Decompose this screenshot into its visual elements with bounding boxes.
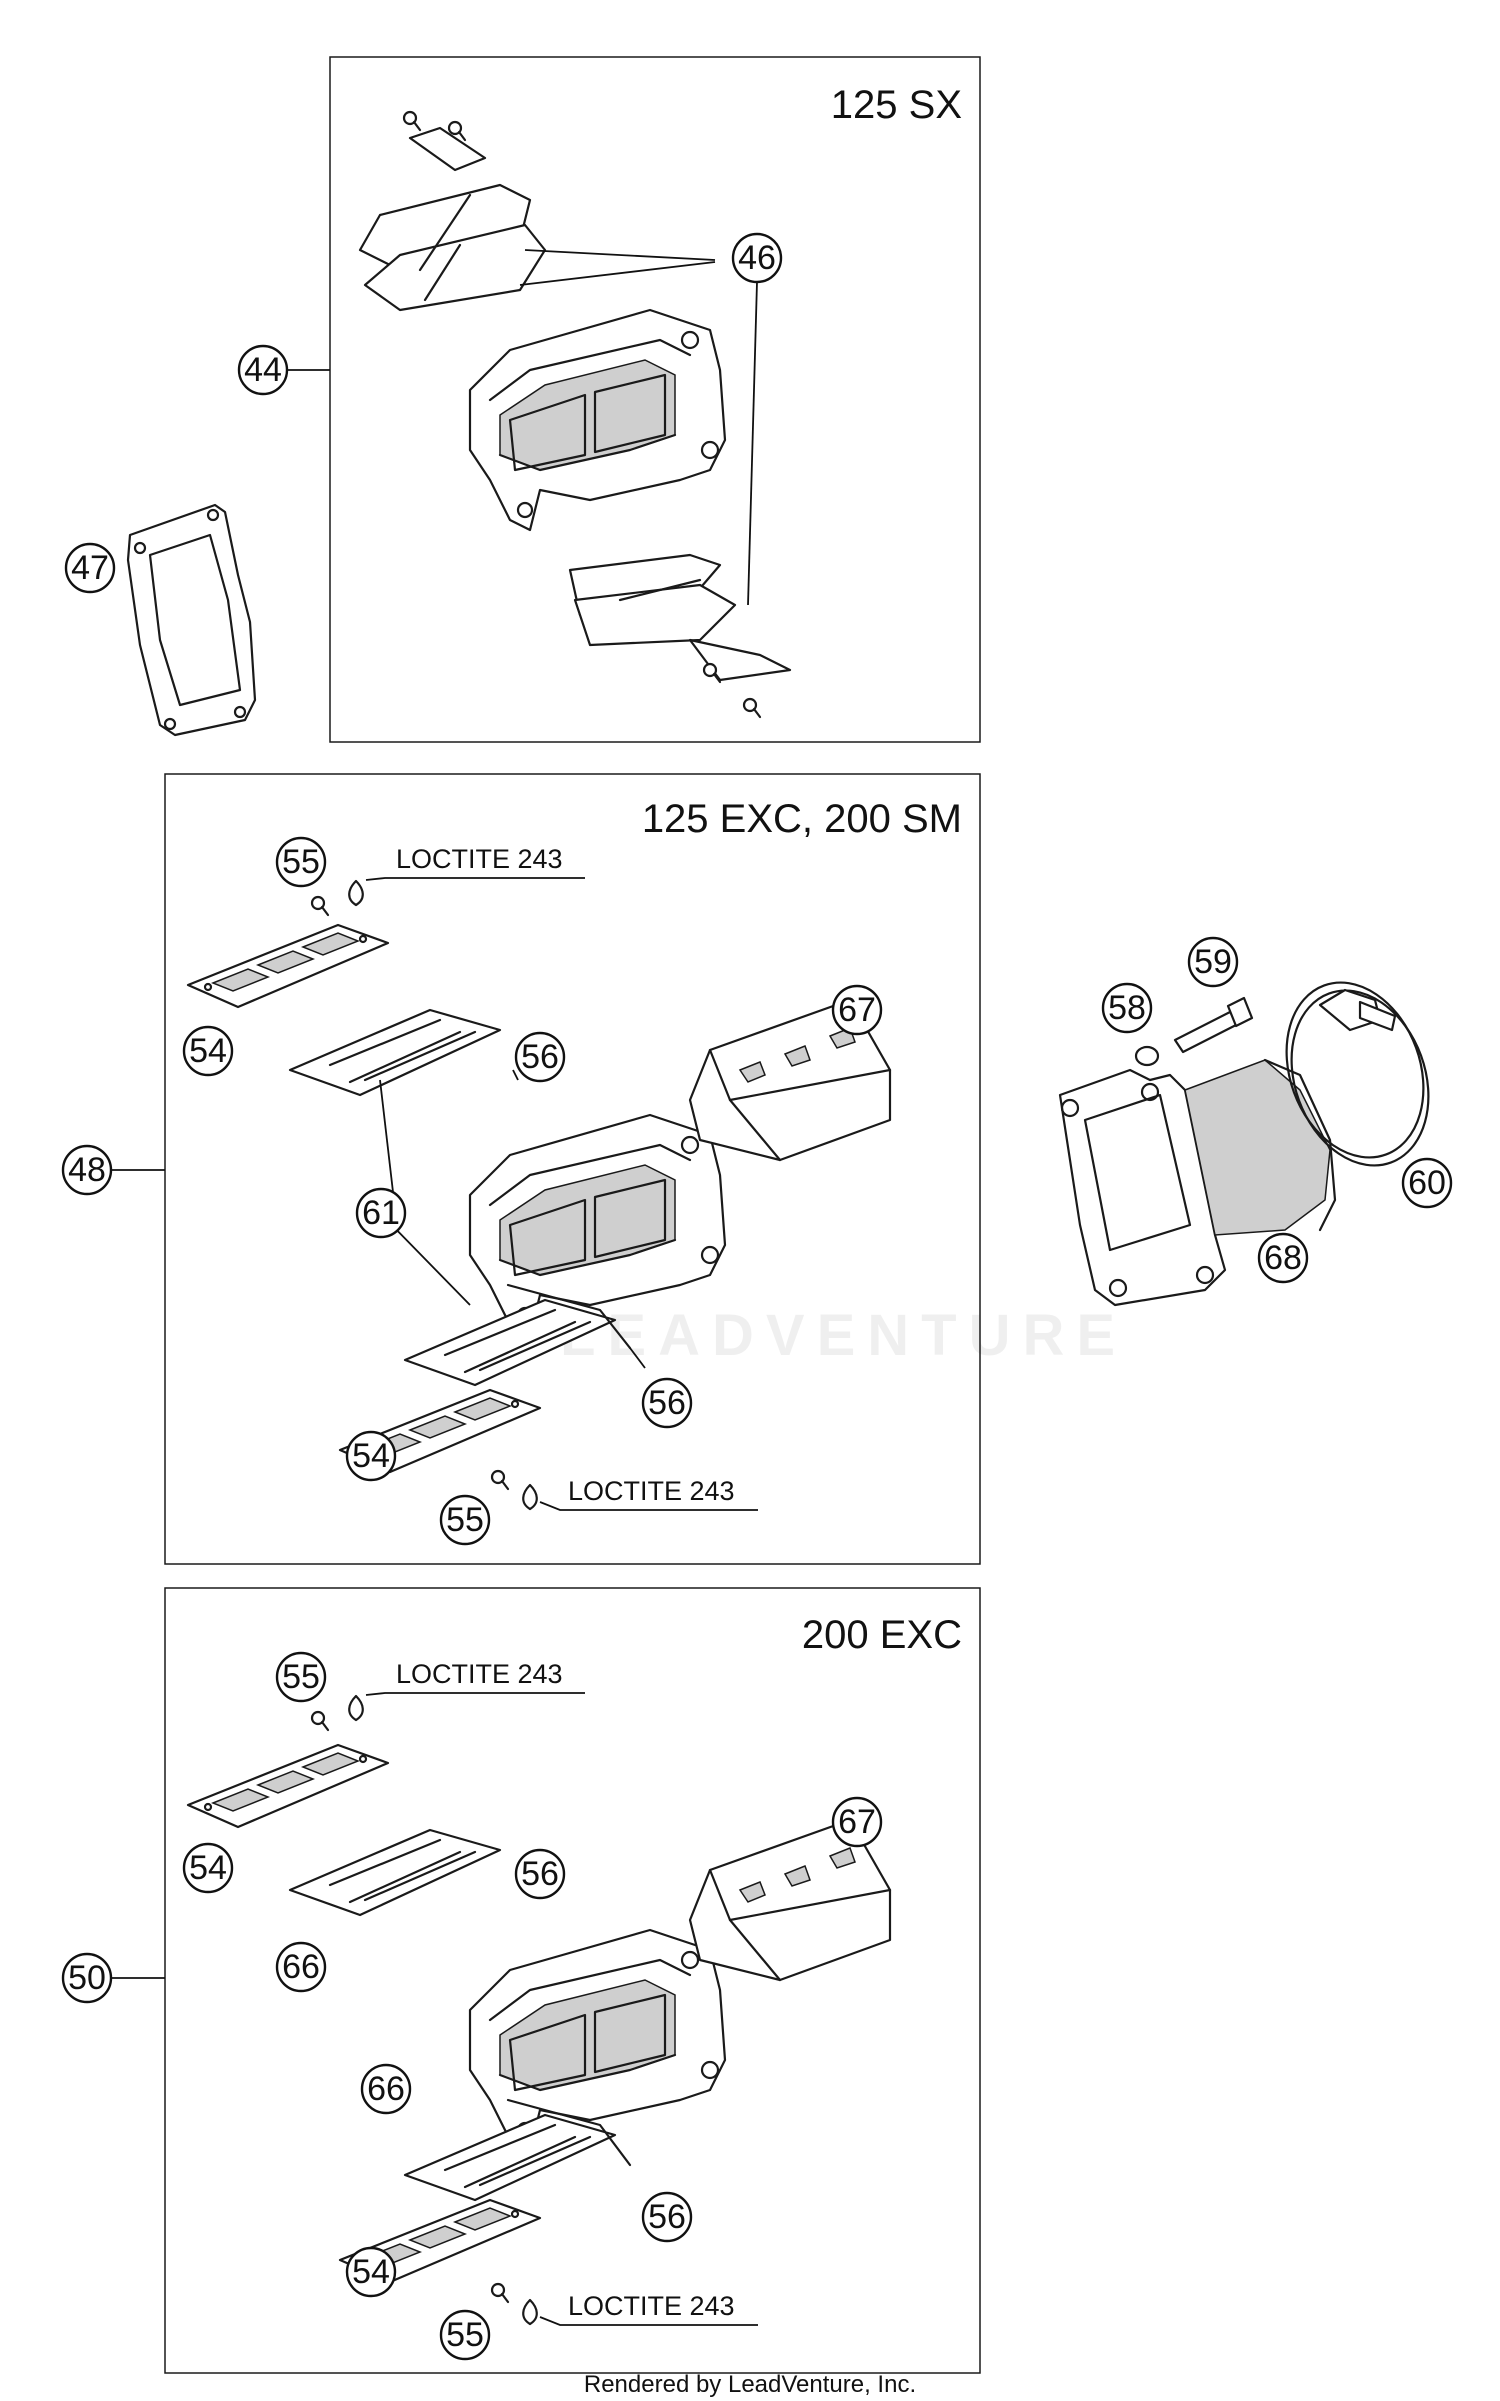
svg-text:50: 50 (68, 1959, 106, 1997)
callout-60[interactable]: 60 (1401, 1157, 1453, 1209)
svg-text:56: 56 (521, 1855, 559, 1893)
callout-54[interactable]: 54 (345, 1430, 397, 1482)
callout-56[interactable]: 56 (641, 1377, 693, 1429)
reed-valve-assembly-sx (358, 110, 792, 719)
callout-54[interactable]: 54 (182, 1025, 234, 1077)
callout-56[interactable]: 56 (514, 1031, 566, 1083)
callout-55[interactable]: 55 (439, 2309, 491, 2361)
callout-68[interactable]: 68 (1257, 1232, 1309, 1284)
callout-59[interactable]: 59 (1187, 936, 1239, 988)
panel-125-sx: 125 SX 46 (126, 56, 981, 743)
callout-67[interactable]: 67 (831, 984, 883, 1036)
hose-clamp (1285, 981, 1430, 1167)
panel-title: 125 EXC, 200 SM (642, 797, 962, 841)
loctite-label: LOCTITE 243 (396, 1659, 563, 1689)
svg-text:54: 54 (189, 1032, 227, 1070)
manifold-screw (1173, 996, 1254, 1054)
callout-50[interactable]: 50 (61, 1952, 113, 2004)
callout-56[interactable]: 56 (514, 1848, 566, 1900)
svg-text:55: 55 (446, 1501, 484, 1539)
svg-text:56: 56 (648, 2198, 686, 2236)
callout-44[interactable]: 44 (237, 344, 289, 396)
footer-credit: Rendered by LeadVenture, Inc. (584, 2371, 916, 2398)
svg-text:46: 46 (738, 239, 776, 277)
svg-text:58: 58 (1108, 989, 1146, 1027)
panel-title: 200 EXC (802, 1613, 962, 1657)
callout-55[interactable]: 55 (275, 836, 327, 888)
watermark: LEADVENTURE (560, 1303, 1127, 1368)
callout-46[interactable]: 46 (731, 232, 783, 284)
svg-text:61: 61 (362, 1194, 400, 1232)
gasket (126, 503, 257, 737)
loctite-label: LOCTITE 243 (568, 1476, 735, 1506)
svg-text:44: 44 (244, 351, 282, 389)
svg-text:54: 54 (352, 1437, 390, 1475)
callout-55[interactable]: 55 (275, 1651, 327, 1703)
callout-67[interactable]: 67 (831, 1796, 883, 1848)
loctite-label: LOCTITE 243 (568, 2291, 735, 2321)
svg-text:55: 55 (446, 2316, 484, 2354)
svg-text:66: 66 (367, 2070, 405, 2108)
svg-text:68: 68 (1264, 1239, 1302, 1277)
svg-text:55: 55 (282, 1658, 320, 1696)
panel-200-exc: 200 EXC LOCTITE 243 LOCTITE 243 55 54 56 (164, 1587, 981, 2374)
callout-48[interactable]: 48 (61, 1144, 113, 1196)
loctite-label: LOCTITE 243 (396, 844, 563, 874)
panel-title: 125 SX (831, 83, 962, 127)
svg-text:56: 56 (521, 1038, 559, 1076)
callout-61[interactable]: 61 (355, 1187, 407, 1239)
callout-56[interactable]: 56 (641, 2191, 693, 2243)
washer (1134, 1045, 1160, 1067)
svg-text:59: 59 (1194, 943, 1232, 981)
svg-text:60: 60 (1408, 1164, 1446, 1202)
svg-text:47: 47 (71, 549, 109, 587)
svg-text:48: 48 (68, 1151, 106, 1189)
svg-text:56: 56 (648, 1384, 686, 1422)
svg-text:66: 66 (282, 1948, 320, 1986)
callout-66[interactable]: 66 (360, 2063, 412, 2115)
svg-text:54: 54 (189, 1849, 227, 1887)
callout-66[interactable]: 66 (275, 1941, 327, 1993)
svg-text:54: 54 (352, 2253, 390, 2291)
svg-text:67: 67 (838, 1803, 876, 1841)
callout-54[interactable]: 54 (345, 2246, 397, 2298)
svg-text:67: 67 (838, 991, 876, 1029)
callout-58[interactable]: 58 (1101, 982, 1153, 1034)
callout-47[interactable]: 47 (64, 542, 116, 594)
panel-125-exc-200-sm: 125 EXC, 200 SM LOCTITE 243 LOCTITE 243 … (164, 773, 981, 1565)
callout-54[interactable]: 54 (182, 1842, 234, 1894)
svg-text:55: 55 (282, 843, 320, 881)
callout-55[interactable]: 55 (439, 1494, 491, 1546)
